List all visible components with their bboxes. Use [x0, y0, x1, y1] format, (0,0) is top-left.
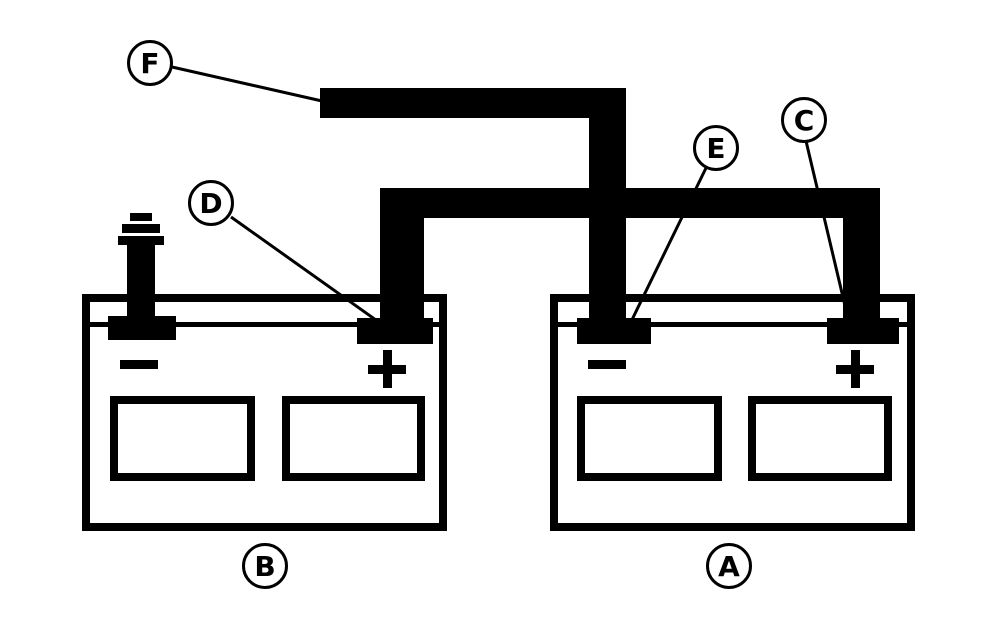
clamp-battery-a-positive [827, 318, 899, 344]
callout-b-label: B [254, 549, 276, 583]
battery-b-minus-symbol [120, 360, 158, 369]
callout-e-label: E [706, 131, 726, 165]
callout-b: B [242, 543, 288, 589]
battery-b-terminal-post [108, 213, 176, 340]
callout-d-label: D [199, 186, 223, 220]
battery-b-cell-1 [110, 396, 255, 481]
battery-b-cell-2 [282, 396, 425, 481]
callout-c: C [781, 97, 827, 143]
callout-a-label: A [718, 549, 740, 583]
cable-positive-left-vertical [380, 188, 424, 320]
callout-c-label: C [793, 103, 815, 137]
leader-line-f [171, 65, 323, 103]
battery-a-plus-symbol [836, 350, 874, 388]
clamp-battery-b-positive [357, 318, 433, 344]
clamp-battery-a-negative [577, 318, 651, 344]
callout-f: F [127, 40, 173, 86]
callout-d: D [188, 180, 234, 226]
callout-f-label: F [140, 46, 160, 80]
battery-b-plus-symbol [368, 350, 406, 388]
callout-a: A [706, 543, 752, 589]
battery-a-seam [558, 322, 907, 327]
cable-positive-horizontal [380, 188, 880, 218]
callout-e: E [693, 125, 739, 171]
battery-a-cell-1 [577, 396, 722, 481]
cable-positive-right-vertical [843, 188, 880, 320]
battery-a-cell-2 [748, 396, 892, 481]
cable-f-horizontal [320, 88, 625, 118]
battery-a-minus-symbol [588, 360, 626, 369]
